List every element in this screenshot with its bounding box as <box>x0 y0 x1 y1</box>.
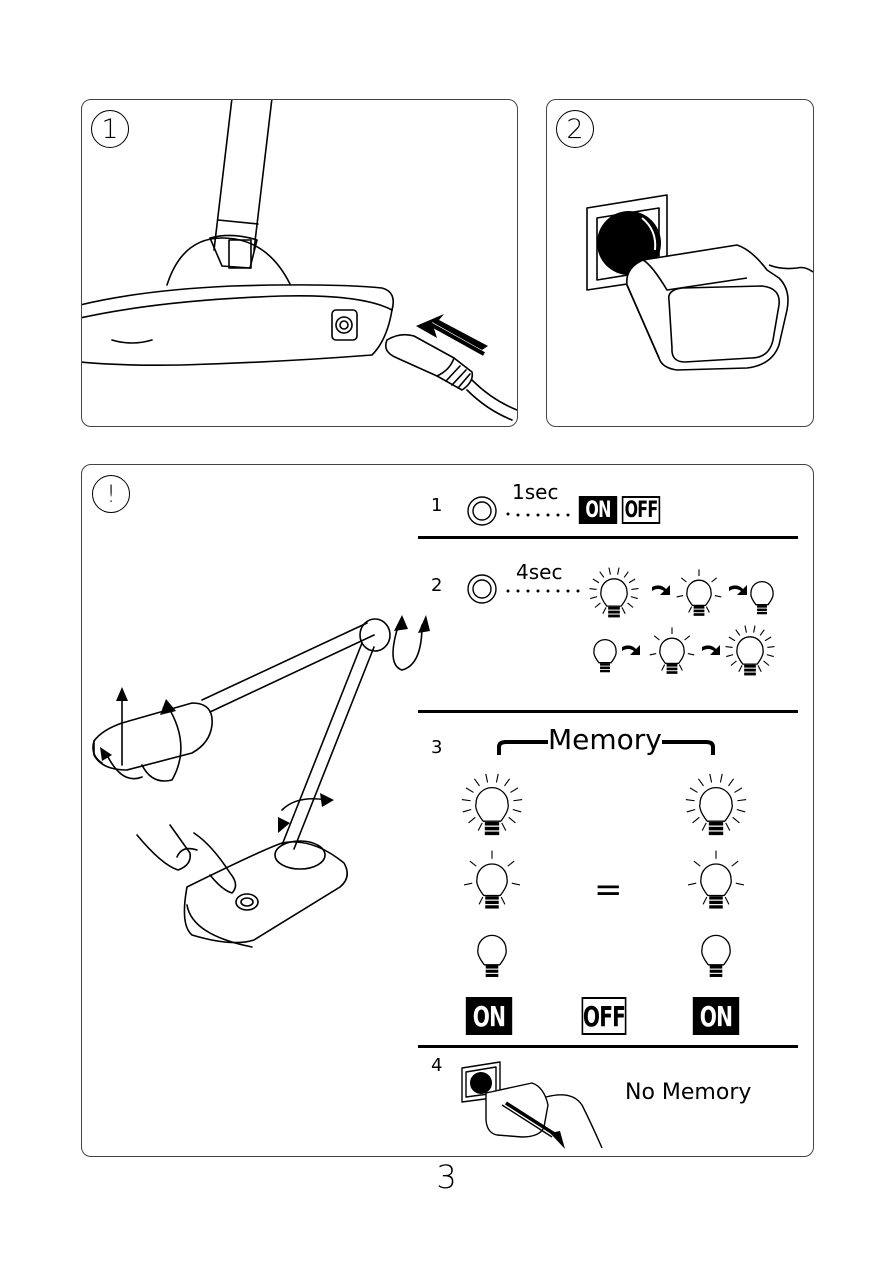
no-memory-label: No Memory <box>625 1080 751 1105</box>
panel-connect-cable: 1 <box>81 99 518 427</box>
page-number: 3 <box>0 1158 893 1196</box>
lamp-base-connector-illustration <box>82 100 517 426</box>
unplug-adapter-illustration <box>82 465 813 1156</box>
panel-operation: ! <box>81 464 814 1157</box>
panel-plug-adapter: 2 <box>546 99 814 427</box>
wall-socket-adapter-illustration <box>547 100 813 426</box>
